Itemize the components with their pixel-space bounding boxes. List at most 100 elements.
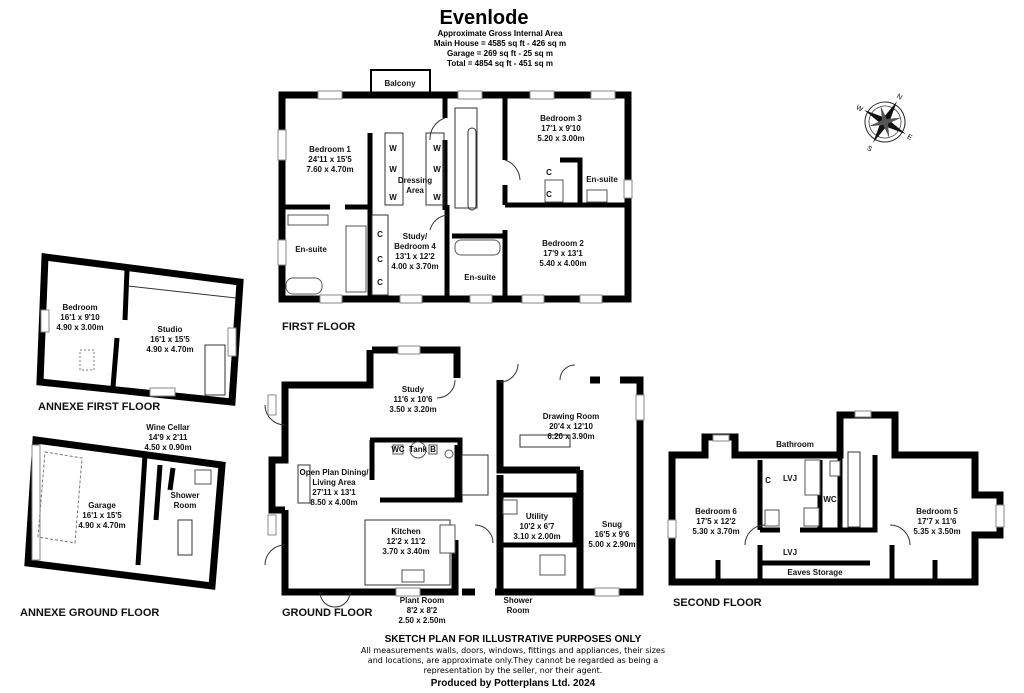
first-floor-plan	[277, 69, 633, 304]
annexe-ground-floor-plan	[24, 436, 226, 590]
svg-text:24'11 x 15'5: 24'11 x 15'5	[308, 155, 352, 164]
svg-text:20'4 x 12'10: 20'4 x 12'10	[549, 422, 593, 431]
room-shower-room-ground: Shower Room	[504, 596, 533, 615]
svg-text:Plant Room: Plant Room	[400, 596, 444, 605]
room-drawing-room: Drawing Room 20'4 x 12'10 6.20 x 3.90m	[543, 412, 599, 441]
svg-text:W: W	[389, 144, 397, 153]
annexe-first-floor-plan	[36, 253, 244, 406]
room-open-plan-dining-living: Open Plan Dining/ Living Area 27'11 x 13…	[300, 468, 370, 507]
room-bedroom-6: Bedroom 6 17'5 x 12'2 5.30 x 3.70m	[692, 507, 739, 536]
svg-text:Bedroom 6: Bedroom 6	[695, 507, 737, 516]
room-annexe-bedroom: Bedroom 16'1 x 9'10 4.90 x 3.00m	[56, 303, 103, 332]
disclaimer-line-3: representation by the seller, nor their …	[424, 666, 603, 675]
area-heading: Approximate Gross Internal Area	[437, 29, 563, 38]
disclaimer-line-2: and locations, are approximate only.They…	[368, 656, 658, 665]
svg-text:27'11 x 13'1: 27'11 x 13'1	[312, 488, 356, 497]
room-kitchen: Kitchen 12'2 x 11'2 3.70 x 3.40m	[382, 527, 429, 556]
svg-text:3.70 x 3.40m: 3.70 x 3.40m	[382, 547, 429, 556]
compass-n: N	[895, 93, 903, 102]
svg-text:Area: Area	[406, 186, 424, 195]
balcony	[370, 69, 431, 96]
velux-window-icon: LVJ	[783, 548, 797, 557]
svg-text:W: W	[433, 165, 441, 174]
svg-text:8'2 x 8'2: 8'2 x 8'2	[407, 606, 438, 615]
producer-credit: Produced by Potterplans Ltd. 2024	[431, 678, 596, 689]
svg-text:5.40 x 4.00m: 5.40 x 4.00m	[539, 259, 586, 268]
svg-text:Utility: Utility	[526, 512, 549, 521]
compass-s: S	[865, 145, 873, 154]
velux-window-icon: LVJ	[783, 474, 797, 483]
boiler-label: B	[430, 445, 436, 454]
svg-text:Dressing: Dressing	[398, 176, 432, 185]
cupboard-label-second: C	[765, 476, 771, 485]
svg-text:W: W	[433, 144, 441, 153]
svg-text:Shower: Shower	[504, 596, 533, 605]
room-en-suite-bed2: En-suite	[464, 273, 496, 282]
svg-text:Study/: Study/	[403, 232, 428, 241]
wc-label: WC	[391, 445, 405, 454]
svg-text:Open Plan Dining/: Open Plan Dining/	[300, 468, 370, 477]
room-bedroom-5: Bedroom 5 17'7 x 11'6 5.35 x 3.50m	[913, 507, 960, 536]
svg-text:2.50 x 2.50m: 2.50 x 2.50m	[398, 616, 445, 625]
svg-text:16'5 x 9'6: 16'5 x 9'6	[595, 530, 630, 539]
room-garage: Garage 16'1 x 15'5 4.90 x 4.70m	[78, 501, 125, 530]
plan-title: Evenlode	[440, 7, 529, 29]
svg-text:Bedroom: Bedroom	[62, 303, 97, 312]
floor-label-first: FIRST FLOOR	[282, 321, 355, 333]
room-study-ground: Study 11'6 x 10'6 3.50 x 3.20m	[389, 385, 436, 414]
svg-text:Bedroom 4: Bedroom 4	[394, 242, 436, 251]
area-total: Total = 4854 sq ft - 451 sq m	[447, 59, 553, 68]
room-utility: Utility 10'2 x 6'7 3.10 x 2.00m	[513, 512, 560, 541]
room-bedroom-1: Bedroom 1 24'11 x 15'5 7.60 x 4.70m	[306, 145, 353, 174]
svg-text:4.90 x 3.00m: 4.90 x 3.00m	[56, 323, 103, 332]
svg-text:4.90 x 4.70m: 4.90 x 4.70m	[146, 345, 193, 354]
room-wine-cellar: Wine Cellar 14'9 x 2'11 4.50 x 0.90m	[144, 423, 191, 452]
svg-text:5.30 x 3.70m: 5.30 x 3.70m	[692, 527, 739, 536]
svg-text:3.50 x 3.20m: 3.50 x 3.20m	[389, 405, 436, 414]
svg-text:C: C	[546, 168, 552, 177]
floor-label-second: SECOND FLOOR	[673, 597, 762, 609]
wardrobe-labels: W W W W W W C C C C C	[377, 144, 552, 287]
svg-text:16'1 x 9'10: 16'1 x 9'10	[60, 313, 100, 322]
svg-text:12'2 x 11'2: 12'2 x 11'2	[387, 537, 427, 546]
room-bedroom-3: Bedroom 3 17'1 x 9'10 5.20 x 3.00m	[537, 114, 584, 143]
svg-text:Shower: Shower	[171, 491, 200, 500]
svg-text:16'1 x 15'5: 16'1 x 15'5	[82, 511, 122, 520]
disclaimer-heading: SKETCH PLAN FOR ILLUSTRATIVE PURPOSES ON…	[385, 634, 642, 645]
disclaimer-line-1: All measurements walls, doors, windows, …	[361, 646, 665, 655]
svg-text:5.00 x 2.90m: 5.00 x 2.90m	[588, 540, 635, 549]
svg-text:W: W	[389, 165, 397, 174]
svg-text:17'1 x 9'10: 17'1 x 9'10	[541, 124, 581, 133]
svg-text:4.00 x 3.70m: 4.00 x 3.70m	[391, 262, 438, 271]
room-dressing-area: Dressing Area	[398, 176, 432, 195]
svg-text:Room: Room	[507, 606, 530, 615]
area-main-house: Main House = 4585 sq ft - 426 sq m	[434, 39, 566, 48]
svg-text:Garage: Garage	[88, 501, 116, 510]
svg-text:Living Area: Living Area	[312, 478, 356, 487]
svg-text:Studio: Studio	[158, 325, 183, 334]
svg-text:14'9 x 2'11: 14'9 x 2'11	[149, 433, 189, 442]
room-wc-second: WC	[823, 495, 837, 504]
svg-text:Bedroom 1: Bedroom 1	[309, 145, 351, 154]
svg-text:17'9 x 13'1: 17'9 x 13'1	[543, 249, 583, 258]
area-garage: Garage = 269 sq ft - 25 sq m	[447, 49, 553, 58]
floor-label-annexe-first: ANNEXE FIRST FLOOR	[38, 401, 160, 413]
floor-label-ground: GROUND FLOOR	[282, 607, 372, 619]
svg-text:6.20 x 3.90m: 6.20 x 3.90m	[547, 432, 594, 441]
svg-text:13'1 x 12'2: 13'1 x 12'2	[395, 252, 435, 261]
svg-text:C: C	[377, 278, 383, 287]
svg-text:4.50 x 0.90m: 4.50 x 0.90m	[144, 443, 191, 452]
svg-text:Bedroom 5: Bedroom 5	[916, 507, 958, 516]
svg-text:3.10 x 2.00m: 3.10 x 2.00m	[513, 532, 560, 541]
room-plant-room: Plant Room 8'2 x 8'2 2.50 x 2.50m	[398, 596, 445, 625]
svg-text:8.50 x 4.00m: 8.50 x 4.00m	[310, 498, 357, 507]
compass-rose-icon: N E S W	[855, 93, 914, 154]
svg-text:Kitchen: Kitchen	[391, 527, 420, 536]
room-en-suite-bed3: En-suite	[586, 175, 618, 184]
room-bathroom: Bathroom	[776, 440, 814, 449]
svg-text:7.60 x 4.70m: 7.60 x 4.70m	[306, 165, 353, 174]
svg-text:17'5 x 12'2: 17'5 x 12'2	[696, 517, 736, 526]
svg-text:Wine Cellar: Wine Cellar	[146, 423, 190, 432]
room-annexe-shower-room: Shower Room	[171, 491, 200, 510]
tank-label: Tank	[409, 445, 428, 454]
